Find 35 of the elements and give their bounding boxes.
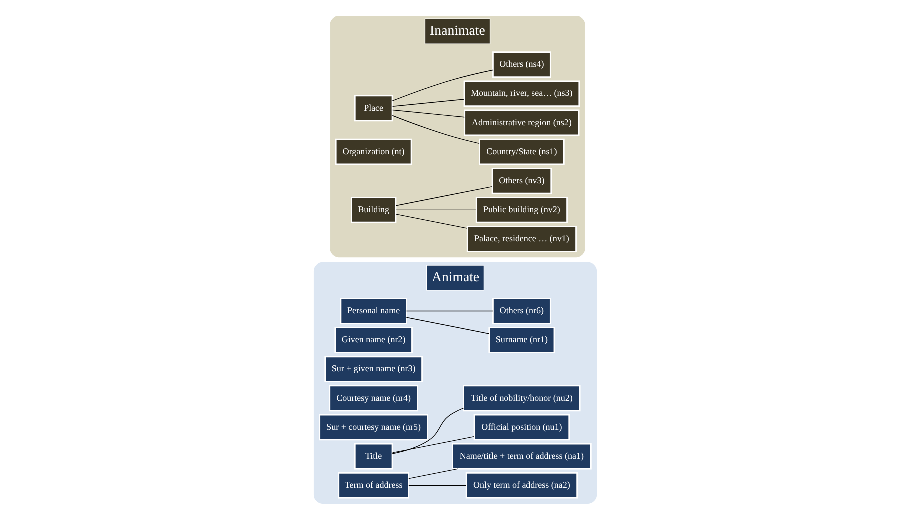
connector: [392, 408, 464, 454]
node-box: Administrative region (ns2): [464, 110, 580, 136]
connector: [392, 436, 475, 454]
node-box: Others (nv3): [492, 168, 552, 194]
connector: [408, 468, 459, 480]
node-box: Courtesy name (nr4): [329, 385, 418, 412]
node-box: Others (nr6): [492, 298, 552, 324]
node-box: Mountain, river, sea… (ns3): [464, 80, 580, 108]
node-box: Palace, residence … (nv1): [466, 226, 577, 252]
node-box: Term of address: [338, 472, 410, 499]
node-box: Name/title + term of address (na1): [452, 443, 592, 470]
node-box: Others (ns4): [492, 52, 552, 78]
node-box: Only term of address (na2): [466, 472, 578, 499]
connector: [392, 99, 465, 107]
connector: [392, 110, 466, 118]
node-box: Sur + courtesy name (nr5): [319, 414, 428, 441]
node-box: Sur + given name (nr3): [324, 356, 423, 382]
node-box: Given name (nr2): [334, 327, 413, 354]
node-box: Country/State (ns1): [479, 138, 565, 166]
connector: [392, 70, 494, 102]
node-box: Title of nobility/honor (nu2): [463, 385, 581, 412]
node-box: Title: [354, 443, 394, 470]
node-box: Public building (nv2): [476, 197, 568, 224]
node-box: Place: [354, 95, 394, 122]
node-box: Official position (nu1): [474, 414, 570, 441]
node-box: Personal name: [340, 298, 408, 324]
connector: [406, 310, 494, 312]
node-box: Organization (nt): [335, 138, 412, 166]
connector: [408, 485, 467, 486]
connector: [392, 115, 480, 144]
connector: [396, 214, 468, 229]
node-box: Building: [350, 197, 397, 224]
connector: [396, 186, 493, 206]
node-box: Surname (nr1): [488, 327, 556, 354]
connector: [406, 317, 490, 334]
